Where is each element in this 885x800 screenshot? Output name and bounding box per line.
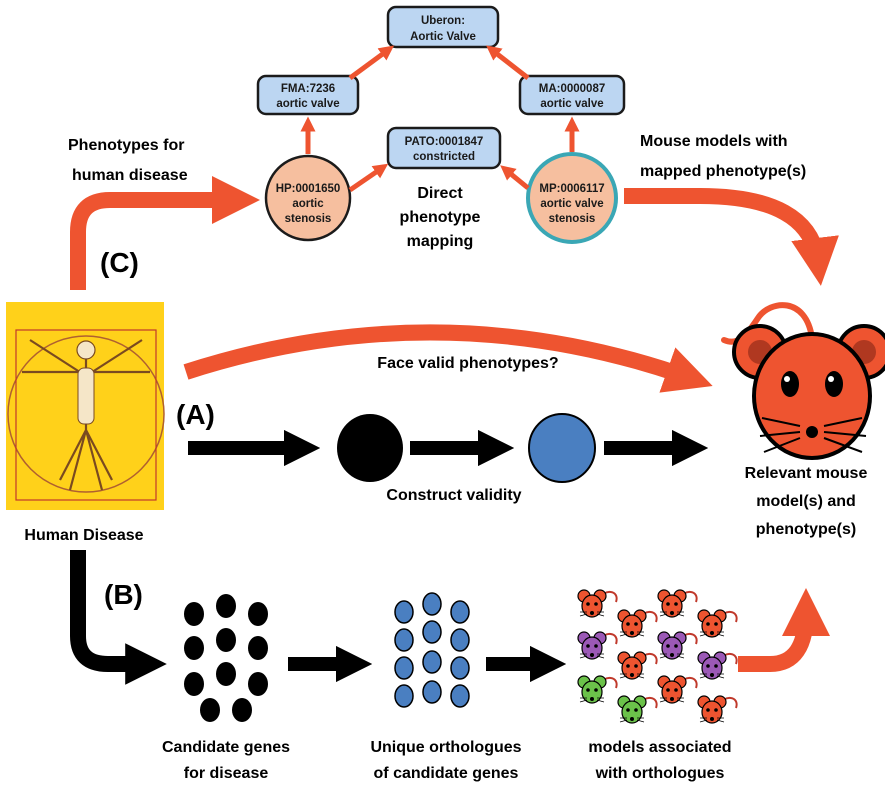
relevant-mouse-line-1: Relevant mouse <box>745 465 868 482</box>
direct-mapping-line-1: Direct <box>417 185 463 202</box>
uberon-term: Aortic Valve <box>410 31 476 43</box>
mini-mouse-icon <box>697 651 738 680</box>
mini-mouse-icon <box>617 651 658 680</box>
relevant-mouse-label: Relevant mouse model(s) and phenotype(s) <box>745 465 868 538</box>
candidate-genes-label: Candidate genes for disease <box>162 739 290 782</box>
mini-mouse-icon <box>697 609 738 638</box>
ma-term: aortic valve <box>540 98 603 110</box>
ontology-arrows <box>300 45 580 193</box>
mp-to-pato-arrow <box>500 165 530 190</box>
models-associated-line-2: with orthologues <box>595 765 725 782</box>
phenotypes-human-label: Phenotypes for human disease <box>68 137 188 184</box>
fma-to-uberon-arrow <box>348 45 395 81</box>
ma-to-uberon-arrow <box>486 45 530 80</box>
hp-to-pato-arrow <box>348 163 389 193</box>
mini-mouse-icon <box>617 695 658 724</box>
mini-mouse-icon <box>577 631 618 660</box>
pato-term: constricted <box>413 151 475 163</box>
mp-to-mouse-arrow <box>624 188 839 286</box>
candidate-genes-dots <box>184 594 268 722</box>
mouse-icon <box>721 302 885 460</box>
construct-validity-label: Construct validity <box>386 487 521 504</box>
mp-circle: MP:0006117 aortic valve stenosis <box>526 152 618 244</box>
direct-mapping-line-2: phenotype <box>400 209 481 226</box>
construct-black-oval <box>337 414 403 482</box>
mouse-models-mapped-label: Mouse models with mapped phenotype(s) <box>640 133 806 180</box>
fma-box: FMA:7236 aortic valve <box>256 74 360 116</box>
mini-mouse-icon <box>577 589 618 618</box>
mini-mouse-icon <box>657 589 698 618</box>
ma-id: MA:0000087 <box>539 83 605 95</box>
path-c-label: (C) <box>100 247 139 278</box>
mp-id: MP:0006117 <box>539 183 604 195</box>
face-valid-arrow <box>183 324 713 393</box>
pato-id: PATO:0001847 <box>405 136 484 148</box>
fma-term: aortic valve <box>276 98 339 110</box>
phenotypes-human-line-1: Phenotypes for <box>68 137 184 154</box>
relevant-mouse-line-3: phenotype(s) <box>756 521 856 538</box>
mouse-models-line-1: Mouse models with <box>640 133 788 150</box>
vitruvian-man-icon <box>6 302 165 510</box>
direct-mapping-label: Direct phenotype mapping <box>400 185 481 250</box>
mouse-models-line-2: mapped phenotype(s) <box>640 163 806 180</box>
face-valid-label: Face valid phenotypes? <box>377 355 558 372</box>
path-a-label: (A) <box>176 399 215 430</box>
mini-mouse-icon <box>617 609 658 638</box>
mini-mouse-icon <box>697 695 738 724</box>
uberon-box: Uberon: Aortic Valve <box>386 5 500 49</box>
unique-orthologues-label: Unique orthologues of candidate genes <box>370 739 521 782</box>
mini-mouse-icon <box>657 631 698 660</box>
path-b-label: (B) <box>104 579 143 610</box>
hp-term-1: aortic <box>292 198 324 210</box>
hp-id: HP:0001650 <box>276 183 341 195</box>
unique-orthologues-line-2: of candidate genes <box>374 765 519 782</box>
relevant-mouse-line-2: model(s) and <box>756 493 856 510</box>
mp-term-1: aortic valve <box>540 198 603 210</box>
construct-blue-oval <box>528 413 596 483</box>
models-associated-line-1: models associated <box>588 739 731 756</box>
hp-circle: HP:0001650 aortic stenosis <box>264 154 352 242</box>
mini-mouse-icon <box>657 675 698 704</box>
unique-orthologues-line-1: Unique orthologues <box>370 739 521 756</box>
models-associated-label: models associated with orthologues <box>588 739 731 782</box>
mp-term-2: stenosis <box>549 213 596 225</box>
phenotypes-human-line-2: human disease <box>72 167 188 184</box>
orthologue-dots <box>394 592 470 708</box>
hp-term-2: stenosis <box>285 213 332 225</box>
path-b-arrow <box>70 550 167 685</box>
candidate-genes-line-2: for disease <box>184 765 269 782</box>
path-c-arrow <box>70 176 260 290</box>
human-disease-label: Human Disease <box>24 527 143 544</box>
mini-mice-grid <box>577 589 738 724</box>
candidate-genes-line-1: Candidate genes <box>162 739 290 756</box>
fma-id: FMA:7236 <box>281 83 335 95</box>
pato-box: PATO:0001847 constricted <box>386 126 502 170</box>
ma-box: MA:0000087 aortic valve <box>518 74 626 116</box>
mice-to-relevant-arrow <box>738 588 830 672</box>
uberon-id: Uberon: <box>421 15 465 27</box>
direct-mapping-line-3: mapping <box>407 233 474 250</box>
mini-mouse-icon <box>577 675 618 704</box>
